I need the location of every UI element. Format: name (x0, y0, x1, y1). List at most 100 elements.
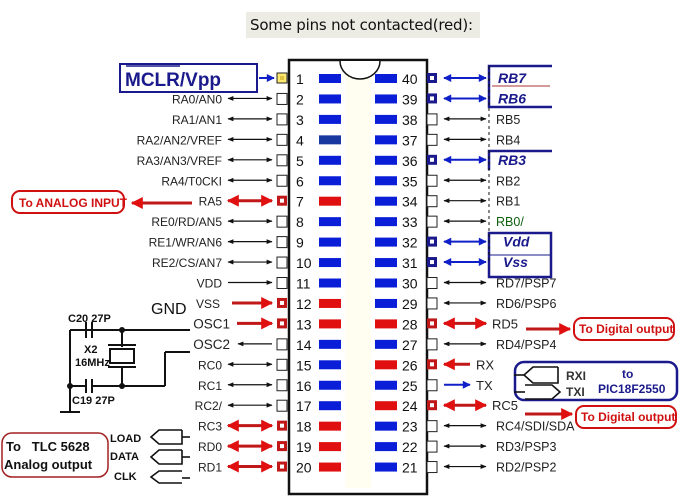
pin-square[interactable] (426, 461, 438, 474)
pin-number: 23 (402, 419, 418, 435)
title-banner (246, 12, 480, 38)
pin-number: 33 (402, 214, 418, 230)
pin-square[interactable] (276, 399, 288, 412)
pin-square-center (280, 444, 284, 449)
pin-pad (375, 155, 397, 165)
pin-label: RB0/ (496, 215, 524, 229)
pin-label: RC4/SDI/SDA (496, 420, 575, 434)
pin-square[interactable] (426, 420, 438, 433)
pin-label: VDD (197, 277, 223, 291)
pin-number: 27 (402, 337, 418, 353)
pin-label: RB3 (498, 152, 526, 168)
pin-number: 22 (402, 439, 418, 455)
pin-pad (319, 74, 341, 83)
pin-square-center (430, 362, 434, 367)
pin-pad (375, 114, 397, 124)
pin-square-center (280, 321, 284, 326)
crystal-circuit (60, 322, 190, 413)
pin-label: Vdd (503, 234, 530, 250)
pin-number: 25 (402, 378, 418, 394)
pin-label: RB1 (496, 195, 520, 209)
pin-pad (319, 298, 341, 308)
digital-output-label-2: To Digital output (581, 410, 675, 424)
pin-label: RC1 (198, 379, 222, 393)
c20-label: C20 27P (68, 313, 111, 325)
pin-pad (319, 319, 341, 329)
pin-square[interactable] (276, 113, 288, 126)
pin-pad (319, 462, 341, 472)
digital-output-badge-2[interactable] (575, 405, 677, 429)
pin-label: RD5 (492, 316, 518, 331)
pin-label: RA3/AN3/VREF (137, 154, 222, 168)
c19-label: C19 27P (72, 395, 115, 407)
analog-input-badge[interactable] (11, 190, 125, 214)
pin-label: RA0/AN0 (172, 92, 222, 106)
pin-pad (319, 217, 341, 227)
left-pin-row: 1 (259, 71, 341, 87)
pin-number: 39 (402, 91, 418, 107)
pin-square[interactable] (426, 338, 438, 351)
pin-pad (375, 258, 397, 268)
pin-square[interactable] (276, 92, 288, 105)
pin-number: 18 (296, 419, 312, 435)
pin-square[interactable] (426, 297, 438, 310)
pin-square[interactable] (276, 256, 288, 269)
pin-square[interactable] (426, 174, 438, 187)
pin-square[interactable] (426, 195, 438, 208)
pin-label: OSC1 (193, 316, 230, 331)
pin-square[interactable] (276, 338, 288, 351)
pin-label: RB4 (496, 133, 520, 147)
pin-square[interactable] (426, 440, 438, 453)
rxi-label: RXI (566, 369, 586, 383)
pin-square[interactable] (426, 277, 438, 289)
pin-label: RX (476, 357, 494, 372)
pin-square[interactable] (276, 215, 288, 228)
pin-label: RD7/PSP7 (496, 277, 556, 291)
pin-pad (375, 319, 397, 329)
pic18f2550-badge[interactable] (513, 360, 679, 402)
load-label: LOAD (110, 433, 141, 445)
pin-square[interactable] (426, 133, 438, 146)
pin-number: 1 (296, 71, 304, 87)
pin-label: VSS (196, 297, 220, 311)
pin-label: RD3/PSP3 (496, 440, 556, 454)
pin-square[interactable] (276, 358, 288, 371)
pin-square[interactable] (426, 113, 438, 126)
pin-square[interactable] (276, 379, 288, 392)
pin-label: RC5 (492, 398, 518, 413)
pin-pad (319, 421, 341, 431)
tlc5628-badge[interactable] (1, 432, 109, 478)
pin-pad (319, 196, 341, 206)
pin-square[interactable] (276, 154, 288, 167)
pin-square[interactable] (276, 236, 288, 249)
pin-square[interactable] (426, 379, 438, 392)
pin-label: RC0 (198, 358, 222, 372)
pin-square[interactable] (276, 133, 288, 146)
pin-number: 26 (402, 357, 418, 373)
pin-square-center (280, 76, 284, 80)
pin-square[interactable] (426, 215, 438, 228)
pin-pad (319, 278, 341, 288)
pin-pad (319, 114, 341, 124)
pin-pad (375, 360, 397, 370)
digital-output-badge-1[interactable] (573, 317, 675, 341)
pin-square-center (430, 321, 434, 326)
gnd-label: GND (151, 301, 187, 318)
pin-square[interactable] (276, 277, 288, 289)
pin-square[interactable] (276, 174, 288, 187)
